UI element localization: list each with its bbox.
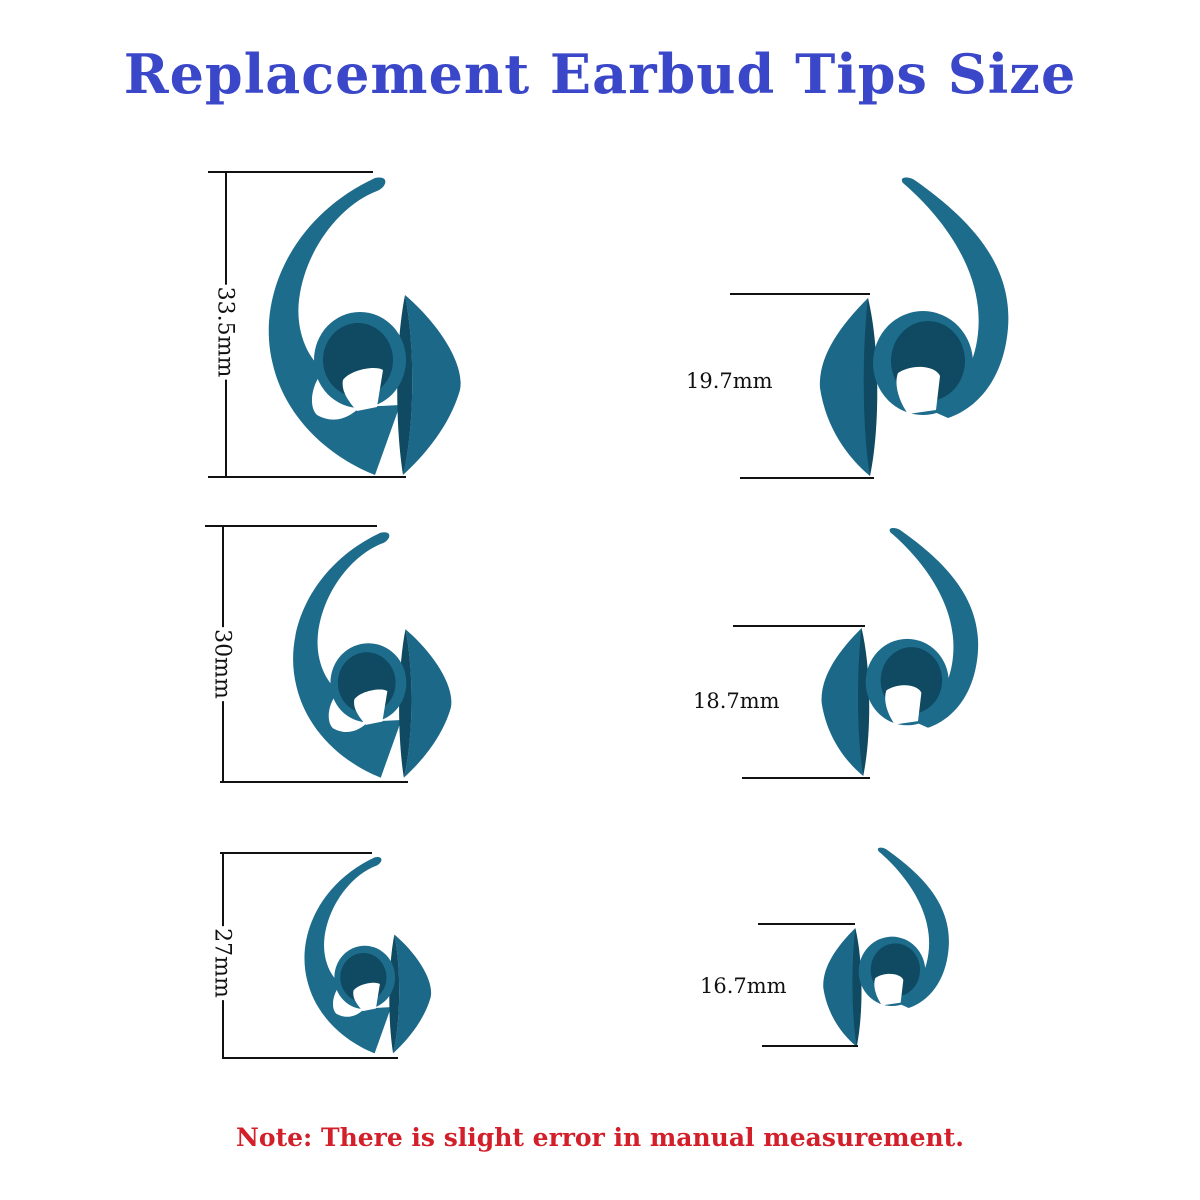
measure-bottom-line [222,1057,398,1059]
measure-top-line [220,852,372,854]
diameter-bottom-line [762,1045,858,1047]
diameter-bottom-line [742,777,870,779]
earbud-tip-small-side-icon [304,857,432,1054]
earbud-tip-large-front-icon [819,177,1009,476]
measurement-note: Note: There is slight error in manual me… [236,1123,964,1152]
diameter-label-large: 19.7mm [686,369,773,393]
measure-bottom-line [220,781,408,783]
diameter-top-line [733,625,865,627]
diameter-label-medium: 18.7mm [693,689,780,713]
measure-bottom-line [208,476,406,478]
measure-top-line [205,525,377,527]
diameter-top-line [730,293,870,295]
earbud-tip-medium-side-icon [293,532,452,778]
earbud-tip-medium-front-icon [821,527,979,776]
diameter-top-line [758,923,855,925]
diameter-bottom-line [740,477,874,479]
measure-top-line [208,171,373,173]
earbud-tip-small-front-icon [823,847,949,1047]
earbud-tip-large-side-icon [268,177,461,475]
page-title: Replacement Earbud Tips Size [123,42,1077,106]
diameter-label-small: 16.7mm [700,974,787,998]
